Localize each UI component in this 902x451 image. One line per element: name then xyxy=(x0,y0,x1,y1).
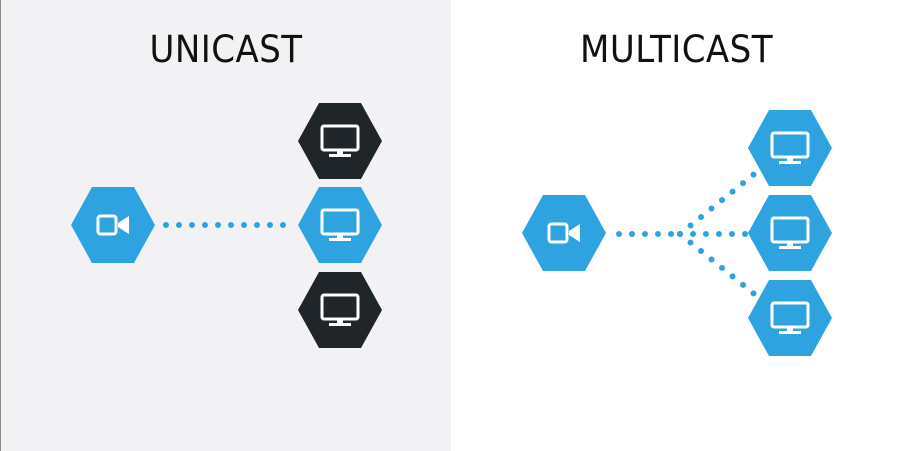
multicast-receiver-node xyxy=(748,110,832,186)
unicast-title: UNICAST xyxy=(149,28,303,71)
unicast-receiver-node xyxy=(298,103,382,179)
multicast-source-node xyxy=(522,195,606,271)
multicast-receiver-node xyxy=(748,280,832,356)
unicast-source-node xyxy=(71,187,155,263)
video-camera-icon xyxy=(547,222,580,244)
monitor-icon xyxy=(320,293,360,326)
multicast-receiver-node xyxy=(748,195,832,271)
multicast-title: MULTICAST xyxy=(580,28,773,71)
multicast-connection-bottom xyxy=(677,231,761,300)
video-camera-icon xyxy=(96,214,129,236)
monitor-icon xyxy=(770,131,810,164)
monitor-icon xyxy=(320,124,360,157)
monitor-icon xyxy=(770,301,810,334)
multicast-connection-top xyxy=(677,168,761,237)
monitor-icon xyxy=(770,216,810,249)
unicast-receiver-node xyxy=(298,272,382,348)
monitor-icon xyxy=(320,208,360,241)
unicast-receiver-node xyxy=(298,187,382,263)
